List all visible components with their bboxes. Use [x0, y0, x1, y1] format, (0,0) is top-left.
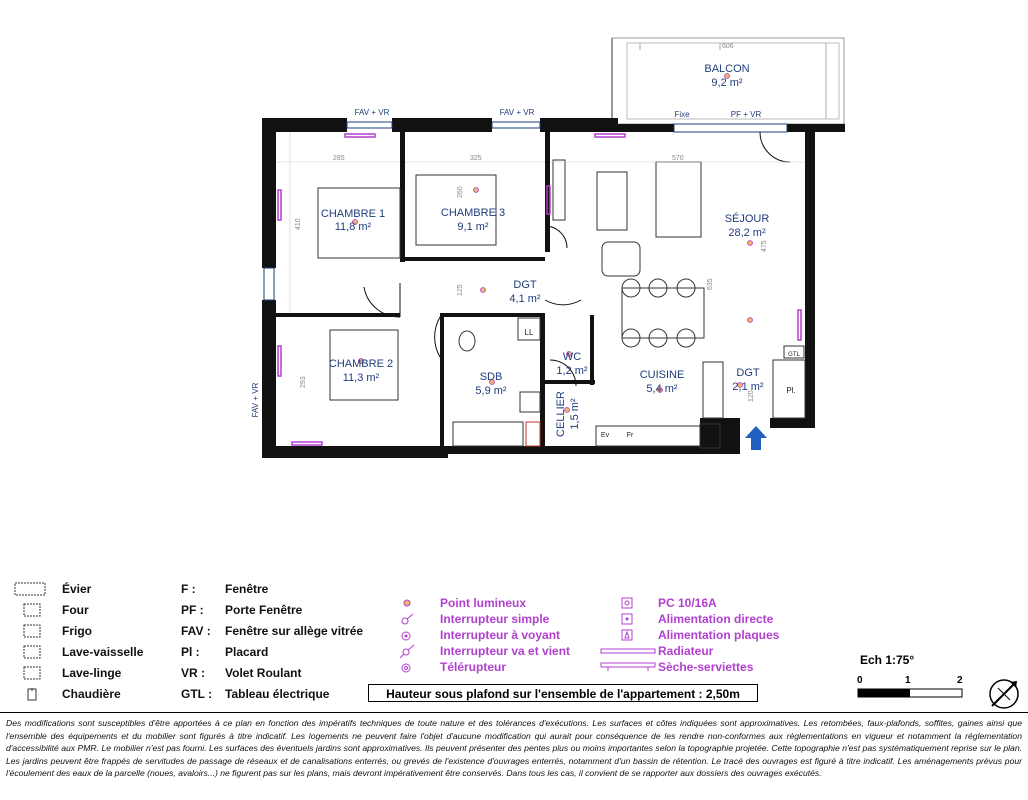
room-chambre1-name: CHAMBRE 1	[321, 208, 385, 220]
room-chambre1-area: 11,8 m²	[335, 221, 372, 233]
room-cuisine-name: CUISINE	[640, 369, 685, 381]
fixture-pl: Pl.	[786, 386, 795, 395]
scale-title: Ech 1:75°	[860, 653, 915, 667]
fixture-ev: Ev	[601, 432, 610, 439]
remote-switch-icon	[401, 663, 411, 673]
boiler-icon	[27, 688, 37, 701]
washing-machine-icon	[23, 666, 41, 680]
fridge-icon	[23, 624, 41, 638]
legend-abbrev-pf: PF :Porte Fenêtre	[181, 603, 303, 617]
oven-icon	[23, 603, 41, 617]
scale-tick-1: 1	[905, 675, 911, 686]
radiator-icon	[600, 648, 656, 654]
hob-supply-icon	[621, 629, 633, 641]
dim-325: 325	[470, 155, 482, 162]
room-sdb-area: 5,9 m²	[475, 385, 507, 397]
dim-410: 410	[295, 218, 302, 230]
room-cuisine-area: 5,4 m²	[646, 383, 678, 395]
legend-abbrev-vr: VR :Volet Roulant	[181, 666, 302, 680]
switch-icon	[401, 613, 414, 625]
room-sejour-area: 28,2 m²	[728, 227, 766, 239]
entrance-arrow-icon	[745, 426, 767, 450]
scale-tick-2: 2	[957, 675, 963, 686]
scale-bar	[857, 688, 963, 698]
sink-icon	[14, 582, 46, 596]
room-cellier-area: 1,5 m²	[569, 398, 581, 430]
room-balcon-area: 9,2 m²	[711, 77, 743, 89]
room-chambre2-name: CHAMBRE 2	[329, 358, 393, 370]
legend-abbrev-f: F :Fenêtre	[181, 582, 269, 596]
room-balcon-name: BALCON	[704, 63, 749, 75]
north-arrow-icon	[989, 679, 1019, 709]
window-label-chambre3: FAV + VR	[500, 108, 535, 117]
scale-tick-0: 0	[857, 675, 863, 686]
dim-570: 570	[672, 155, 684, 162]
dim-260: 260	[457, 186, 464, 198]
ceiling-height-note: Hauteur sous plafond sur l'ensemble de l…	[368, 684, 758, 702]
legend-abbrev-gtl: GTL :Tableau électrique	[181, 687, 330, 701]
two-way-switch-icon	[400, 644, 415, 658]
dim-285: 285	[333, 155, 345, 162]
room-wc-area: 1,2 m²	[556, 365, 588, 377]
window-label-fixe: Fixe	[674, 110, 690, 119]
fixture-fr: Fr	[627, 432, 634, 439]
doors	[363, 131, 791, 387]
walls	[262, 118, 845, 458]
furniture	[317, 159, 806, 449]
fixture-gtl: GTL	[788, 352, 800, 358]
room-dgt2-name: DGT	[736, 367, 760, 379]
radiators	[277, 133, 802, 446]
dim-120: 120	[748, 390, 755, 402]
dimension-lines	[276, 132, 805, 313]
room-chambre3-name: CHAMBRE 3	[441, 207, 505, 219]
window-label-pf-vr: PF + VR	[731, 110, 762, 119]
legend-abbrev-pl: Pl :Placard	[181, 645, 269, 659]
direct-supply-icon	[621, 613, 633, 625]
ceiling-light-icon	[403, 599, 411, 607]
light-points	[352, 73, 753, 413]
room-sejour-name: SÉJOUR	[725, 212, 770, 225]
dishwasher-icon	[23, 645, 41, 659]
room-dgt1-area: 4,1 m²	[509, 293, 541, 305]
dim-606: 606	[722, 43, 734, 50]
room-chambre3-area: 9,1 m²	[457, 221, 489, 233]
dim-635: 635	[707, 278, 714, 290]
fixture-ll: LL	[525, 328, 534, 337]
window-label-chambre1: FAV + VR	[355, 108, 390, 117]
dim-475: 475	[761, 240, 768, 252]
indicator-switch-icon	[401, 631, 411, 641]
room-dgt1-name: DGT	[513, 279, 537, 291]
windows	[263, 121, 788, 301]
room-wc-name: WC	[563, 351, 581, 363]
socket-icon	[621, 597, 633, 609]
legend-abbrev-fav: FAV :Fenêtre sur allège vitrée	[181, 624, 364, 638]
room-cellier-name: CELLIER	[555, 391, 567, 437]
room-sdb-name: SDB	[480, 371, 503, 383]
towel-dryer-icon	[600, 662, 656, 671]
room-chambre2-area: 11,3 m²	[343, 372, 380, 384]
dim-293: 293	[300, 376, 307, 388]
window-label-chambre2: FAV + VR	[251, 382, 260, 417]
floor-plan: 285 325 570 410 260 125 635 475 293 606 …	[251, 37, 845, 458]
disclaimer-text: Des modifications sont susceptibles d'êt…	[0, 712, 1028, 800]
room-dgt2-area: 2,1 m²	[732, 381, 764, 393]
dim-125: 125	[457, 284, 464, 296]
